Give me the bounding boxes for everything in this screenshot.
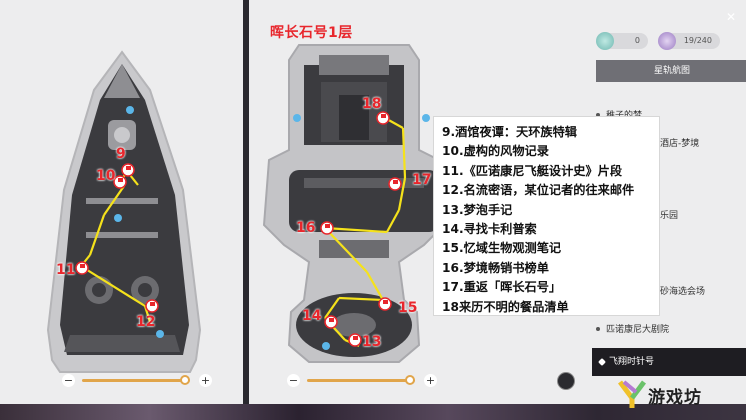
close-icon[interactable]: ✕ — [726, 10, 737, 24]
trailblaze-counter: 19/240 — [658, 32, 720, 50]
nav-header: 星轨航图 — [596, 60, 746, 82]
zoom-slider-knob[interactable] — [180, 375, 190, 385]
marker-number: 14 — [302, 308, 322, 324]
legend-item: 9.酒馆夜谭：天环族特辑 — [442, 125, 577, 139]
zoom-slider-knob[interactable] — [405, 375, 415, 385]
ship-map-right — [262, 44, 446, 363]
legend-item: 17.重返「晖长石号」 — [442, 280, 562, 295]
map-marker-flag[interactable] — [348, 333, 362, 347]
bullet-icon — [596, 327, 600, 331]
map-marker-flag[interactable] — [121, 163, 135, 177]
panel-divider — [243, 0, 249, 404]
floor-title: 晖长石号1层 — [270, 25, 353, 41]
marker-number: 11 — [56, 262, 76, 278]
map-marker-flag[interactable] — [378, 297, 392, 311]
marker-number: 10 — [96, 168, 116, 184]
zoom-slider-track[interactable] — [307, 379, 415, 382]
legend-item: 13.梦泡手记 — [442, 202, 513, 217]
watermark-logo: 游戏坊 — [618, 380, 746, 414]
bullet-icon — [596, 113, 600, 117]
map-marker-flag[interactable] — [145, 299, 159, 313]
zoom-in-button[interactable]: + — [199, 374, 212, 387]
marker-number: 18 — [362, 96, 382, 112]
power-icon — [658, 32, 676, 50]
zoom-in-button[interactable]: + — [424, 374, 437, 387]
map-marker-flag[interactable] — [376, 111, 390, 125]
map-marker-flag[interactable] — [113, 175, 127, 189]
marker-number: 17 — [412, 172, 432, 188]
map-marker-flag[interactable] — [388, 177, 402, 191]
nav-item[interactable]: 砂海选会场 — [660, 287, 706, 297]
marker-number: 13 — [362, 334, 382, 350]
legend-item: 14.寻找卡利普索 — [442, 222, 537, 237]
legend-item: 12.名流密语，某位记者的往来邮件 — [442, 183, 635, 198]
zoom-out-button[interactable]: − — [62, 374, 75, 387]
legend-item: 15.忆域生物观测笔记 — [442, 241, 562, 256]
teleport-icon[interactable] — [422, 114, 430, 122]
collectibles-legend: 9.酒馆夜谭：天环族特辑 10.虚构的风物记录 11.《匹诺康尼飞艇设计史》片段… — [433, 116, 660, 316]
resource-counters: 0 19/240 — [596, 32, 738, 50]
resource-counter: 0 — [596, 32, 648, 50]
nav-item[interactable]: 乐园 — [660, 211, 679, 221]
ship-map-left — [46, 50, 202, 373]
nav-item[interactable]: 匹诺康尼大剧院 — [590, 322, 669, 335]
teleport-icon[interactable] — [322, 342, 330, 350]
background-strip — [0, 404, 746, 420]
legend-item: 10.虚构的风物记录 — [442, 144, 549, 159]
zoom-control-left[interactable]: − + — [62, 373, 212, 389]
marker-number: 15 — [398, 300, 418, 316]
legend-item: 11.《匹诺康尼飞艇设计史》片段 — [442, 163, 623, 178]
marker-number: 12 — [136, 314, 156, 330]
map-marker-flag[interactable] — [324, 315, 338, 329]
map-panel-left[interactable]: 9 10 11 12 − + — [0, 0, 243, 404]
zoom-slider-track[interactable] — [82, 379, 190, 382]
gem-icon — [596, 32, 614, 50]
teleport-icon[interactable] — [293, 114, 301, 122]
map-marker-flag[interactable] — [320, 221, 334, 235]
marker-number: 16 — [296, 220, 316, 236]
teleport-icon[interactable] — [114, 214, 122, 222]
zoom-out-button[interactable]: − — [287, 374, 300, 387]
marker-number: 9 — [116, 146, 126, 162]
legend-item: 16.梦境畅销书榜单 — [442, 260, 549, 275]
nav-item[interactable]: 酒店-梦境 — [660, 139, 700, 149]
zoom-control-right[interactable]: − + — [287, 373, 437, 389]
map-marker-flag[interactable] — [75, 261, 89, 275]
nav-item-selected[interactable]: 飞翔时针号 — [592, 348, 746, 376]
logo-icon — [618, 380, 646, 408]
legend-item: 18来历不明的餐品清单 — [442, 299, 569, 314]
locate-button[interactable] — [557, 372, 575, 390]
teleport-icon[interactable] — [156, 330, 164, 338]
teleport-icon[interactable] — [126, 106, 134, 114]
ship-icon — [598, 357, 606, 366]
